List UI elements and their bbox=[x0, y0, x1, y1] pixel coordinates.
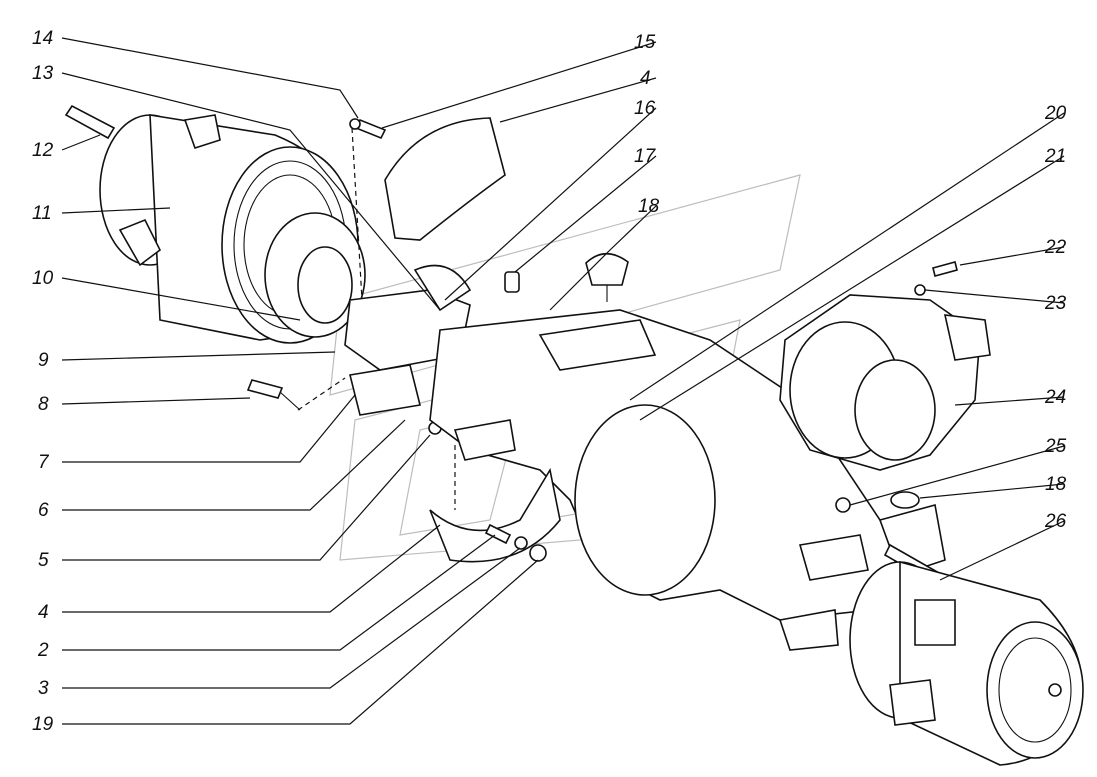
callout-5: 5 bbox=[38, 550, 49, 571]
callout-24: 24 bbox=[1044, 387, 1066, 408]
bolt-22 bbox=[932, 261, 958, 277]
callout-7: 7 bbox=[38, 452, 50, 473]
bolt-2 bbox=[484, 523, 512, 545]
callout-15: 15 bbox=[634, 32, 656, 53]
callout-8: 8 bbox=[38, 394, 49, 415]
dash-line-14 bbox=[351, 127, 363, 301]
differential-24 bbox=[779, 294, 991, 471]
hub-ring-10 bbox=[264, 212, 366, 338]
ring-23 bbox=[914, 284, 926, 296]
callout-11: 11 bbox=[32, 203, 52, 224]
brake-shield-bottom bbox=[429, 445, 561, 563]
leader-lines bbox=[61, 37, 1065, 725]
breather-18-right bbox=[890, 491, 920, 509]
axle-housing bbox=[429, 309, 901, 651]
stud-12 bbox=[64, 104, 116, 140]
callout-labels: 14 13 12 11 10 9 8 7 6 5 4 2 3 19 15 4 1… bbox=[32, 28, 1067, 735]
callout-18-right: 18 bbox=[1045, 474, 1067, 495]
callout-22: 22 bbox=[1044, 237, 1067, 258]
callout-4-bottom: 4 bbox=[38, 602, 49, 623]
callout-13: 13 bbox=[32, 63, 54, 84]
callout-23: 23 bbox=[1044, 293, 1067, 314]
callout-26: 26 bbox=[1044, 511, 1067, 532]
king-pin-8 bbox=[246, 377, 346, 411]
callout-2: 2 bbox=[37, 640, 49, 661]
brake-shield-top bbox=[384, 117, 506, 241]
fitting-17 bbox=[504, 271, 520, 293]
callout-18-top: 18 bbox=[638, 196, 660, 217]
callout-3: 3 bbox=[38, 678, 49, 699]
callout-14: 14 bbox=[32, 28, 53, 49]
callout-17: 17 bbox=[634, 146, 657, 167]
bolt-15 bbox=[349, 118, 387, 140]
breather-18 bbox=[585, 252, 629, 302]
callout-10: 10 bbox=[32, 268, 54, 289]
callout-9: 9 bbox=[38, 350, 49, 371]
washer-3 bbox=[514, 536, 528, 550]
callout-25: 25 bbox=[1044, 436, 1067, 457]
nut-19 bbox=[529, 544, 547, 562]
callout-6: 6 bbox=[38, 500, 49, 521]
callout-20: 20 bbox=[1044, 103, 1067, 124]
callout-4-top: 4 bbox=[640, 68, 651, 89]
right-hub-assembly bbox=[849, 503, 1084, 766]
callout-21: 21 bbox=[1044, 146, 1066, 167]
callout-12: 12 bbox=[32, 140, 54, 161]
callout-16: 16 bbox=[634, 98, 656, 119]
callout-19: 19 bbox=[32, 714, 54, 735]
nut-25 bbox=[835, 497, 851, 513]
